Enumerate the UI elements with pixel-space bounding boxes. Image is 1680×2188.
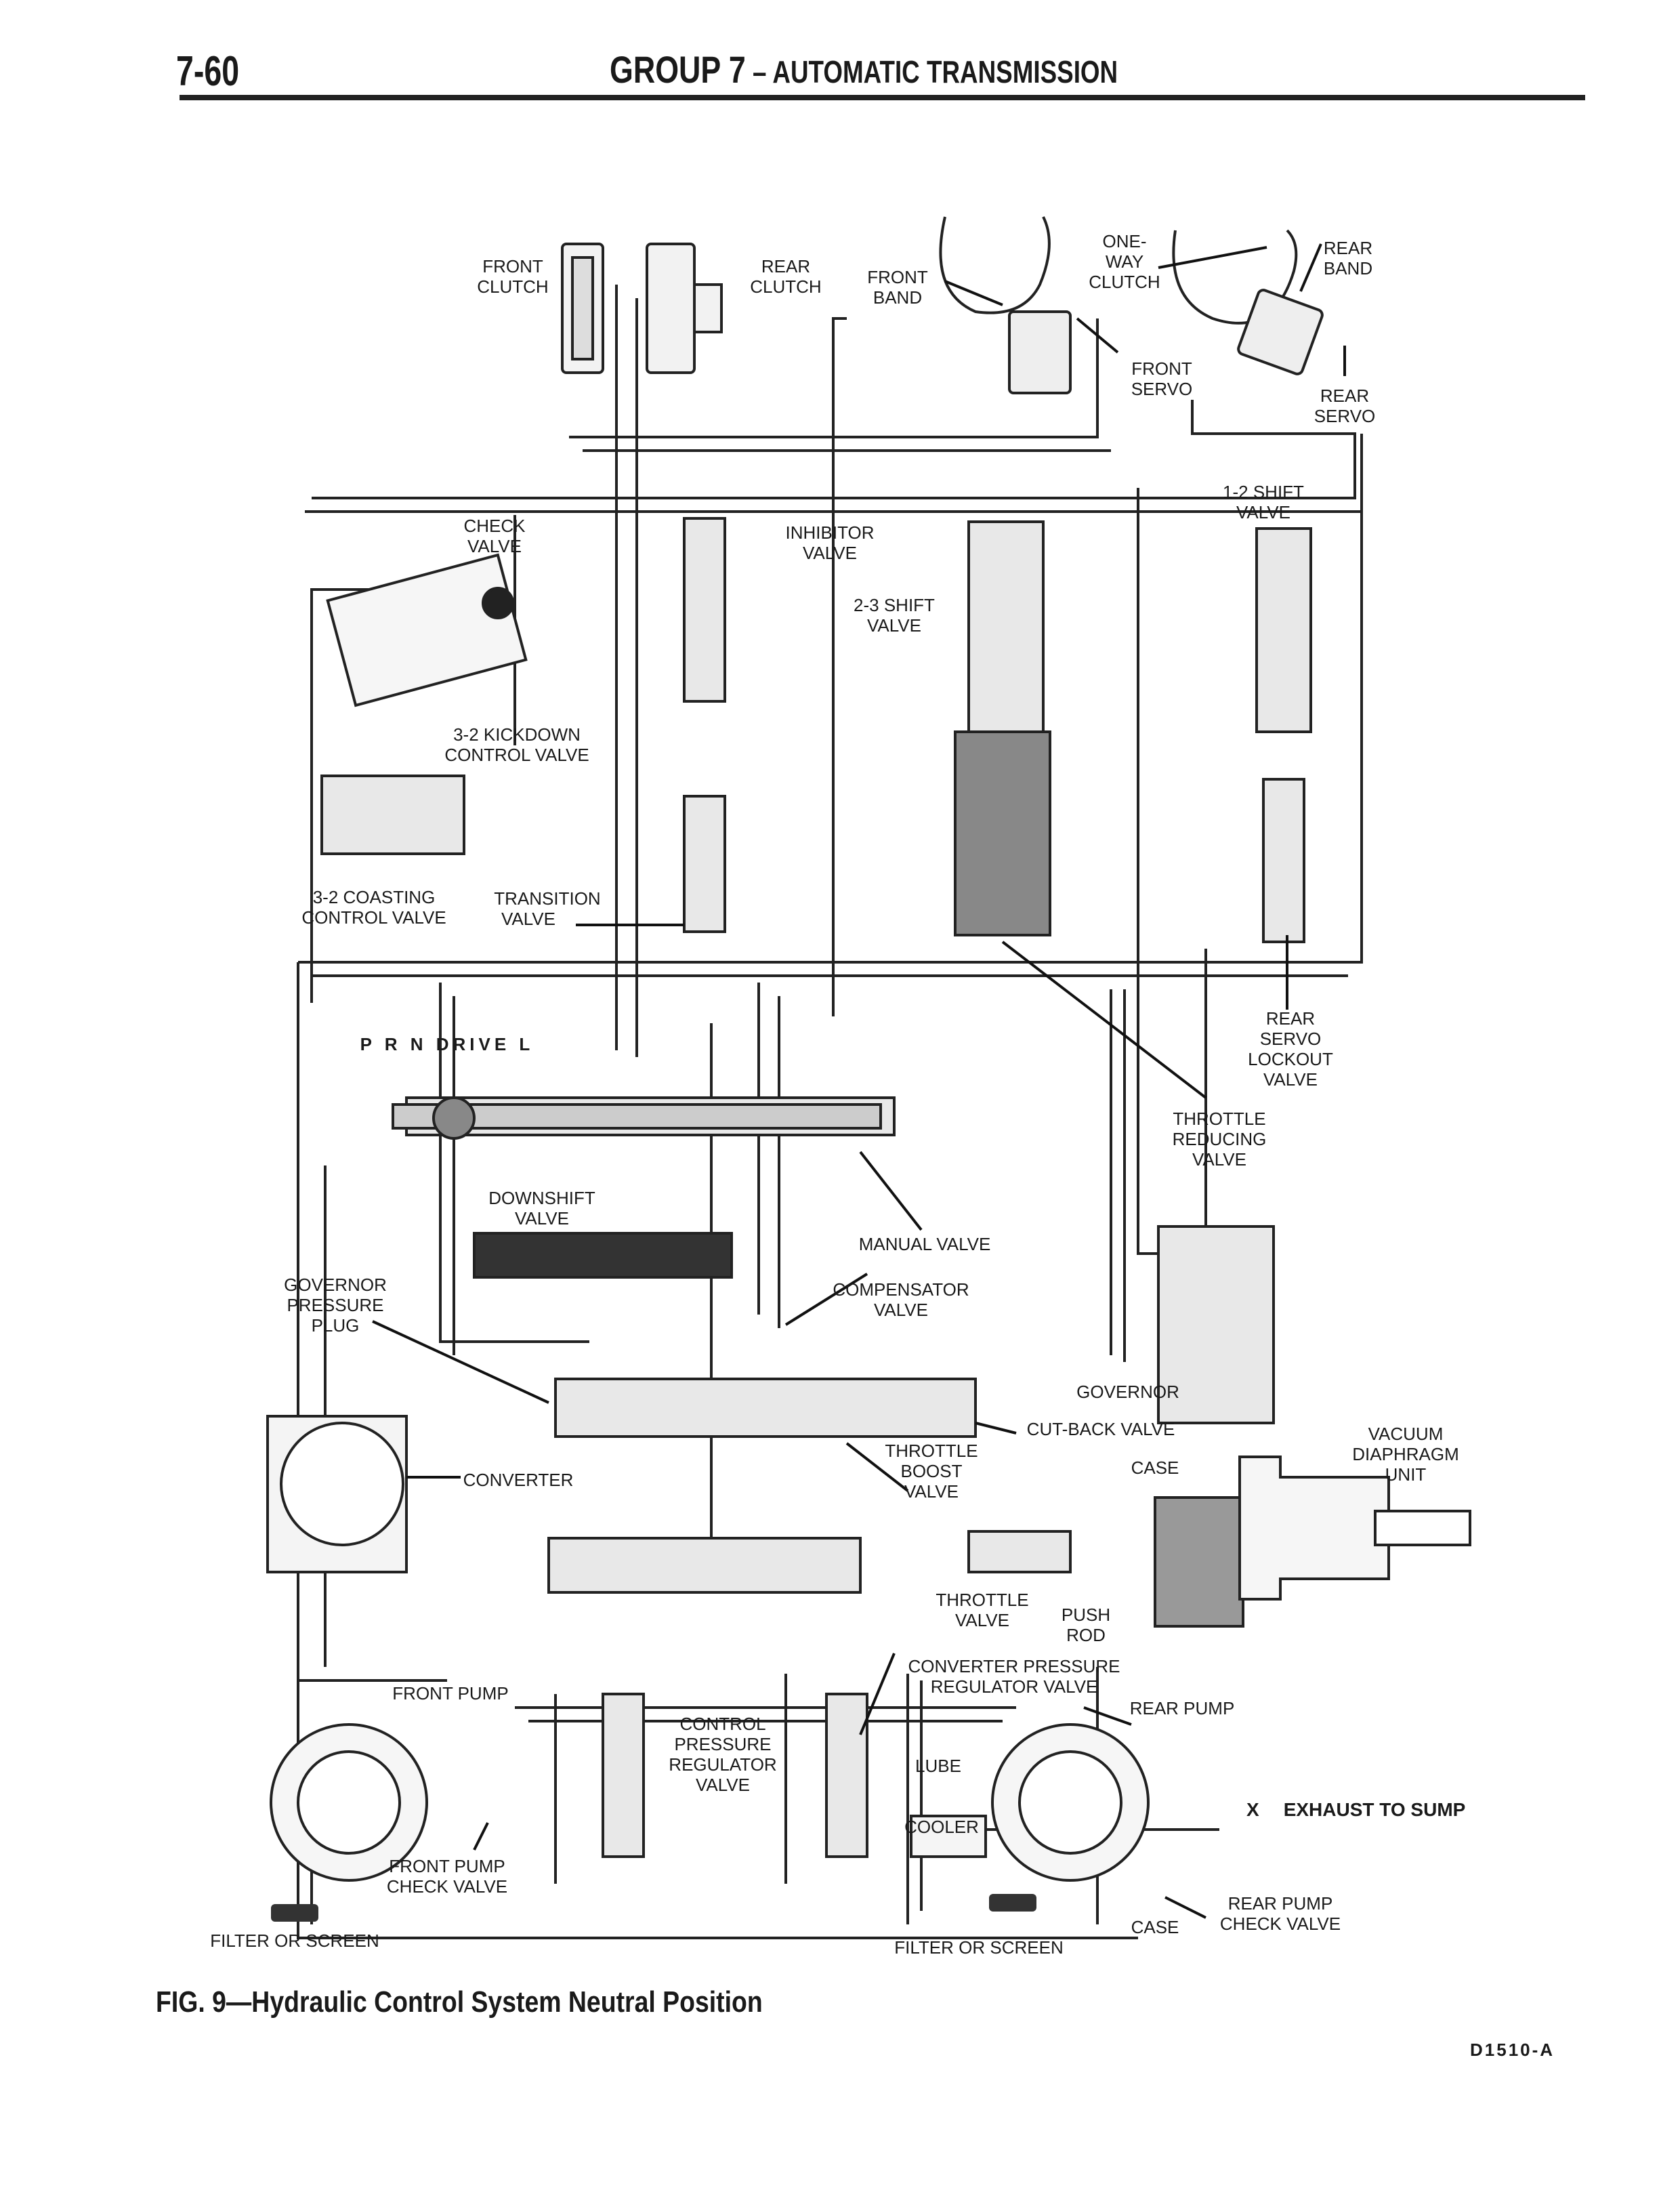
- filters: [271, 1894, 1036, 1922]
- label-cooler: COOLER: [904, 1817, 979, 1837]
- label-converter: CONVERTER: [463, 1470, 574, 1490]
- manual-valve-spool: [392, 1096, 882, 1140]
- label-manual-valve: MANUAL VALVE: [859, 1234, 991, 1254]
- header-rule: [180, 95, 1585, 100]
- pumps: [270, 1723, 1150, 1882]
- label-case-lower: CASE: [1131, 1917, 1179, 1937]
- hydraulic-lines: [297, 285, 1363, 1939]
- label-front-pump: FRONT PUMP: [392, 1683, 508, 1704]
- figure-caption: FIG. 9—Hydraulic Control System Neutral …: [156, 1985, 763, 2019]
- rear-band-drum: [1172, 229, 1324, 375]
- legend-text: EXHAUST TO SUMP: [1283, 1799, 1466, 1820]
- label-case-upper: CASE: [1131, 1458, 1179, 1478]
- label-governor: GOVERNOR: [1076, 1382, 1179, 1402]
- page-number: 7-60: [176, 48, 240, 95]
- leader-arrows: [372, 243, 1346, 1919]
- rear-clutch-part: [646, 243, 723, 374]
- selector-positions: P R N DRIVE L: [360, 1034, 534, 1054]
- front-band-drum: [939, 216, 1072, 394]
- label-rear-pump: REAR PUMP: [1130, 1698, 1235, 1718]
- valve-bodies: [320, 517, 1312, 1858]
- page-header: 7-60 GROUP 7 – AUTOMATIC TRANSMISSION: [176, 47, 1578, 108]
- title-separator: –: [745, 54, 773, 89]
- group-subtitle: AUTOMATIC TRANSMISSION: [772, 54, 1118, 89]
- front-clutch-part: [561, 243, 604, 374]
- label-lube: LUBE: [915, 1756, 961, 1776]
- check-valve-body: [326, 553, 528, 707]
- legend: X EXHAUST TO SUMP: [1246, 1799, 1465, 1821]
- label-cut-back-valve: CUT-BACK VALVE: [1027, 1419, 1175, 1439]
- legend-symbol: X: [1246, 1799, 1259, 1820]
- group-name: GROUP 7: [610, 48, 746, 91]
- group-title: GROUP 7 – AUTOMATIC TRANSMISSION: [610, 47, 1118, 91]
- label-filter-left: FILTER OR SCREEN: [210, 1931, 379, 1951]
- converter-housing: [266, 1415, 408, 1573]
- label-filter-center: FILTER OR SCREEN: [894, 1937, 1063, 1958]
- figure-id: D1510-A: [1470, 2040, 1555, 2060]
- vacuum-diaphragm: [1154, 1456, 1471, 1628]
